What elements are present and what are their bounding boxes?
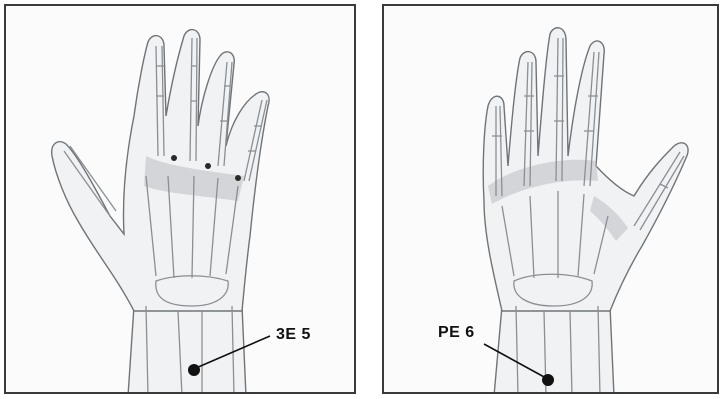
- 3e5-point-label: 3E 5: [276, 326, 311, 344]
- back-of-hand-panel: 3E 5: [4, 4, 356, 394]
- pe6-point-marker: [542, 374, 554, 386]
- palm-illustration: [384, 6, 719, 394]
- palm-panel: PE 6: [382, 4, 719, 394]
- 3e5-point-marker: [188, 364, 200, 376]
- pe6-point-label: PE 6: [438, 324, 475, 342]
